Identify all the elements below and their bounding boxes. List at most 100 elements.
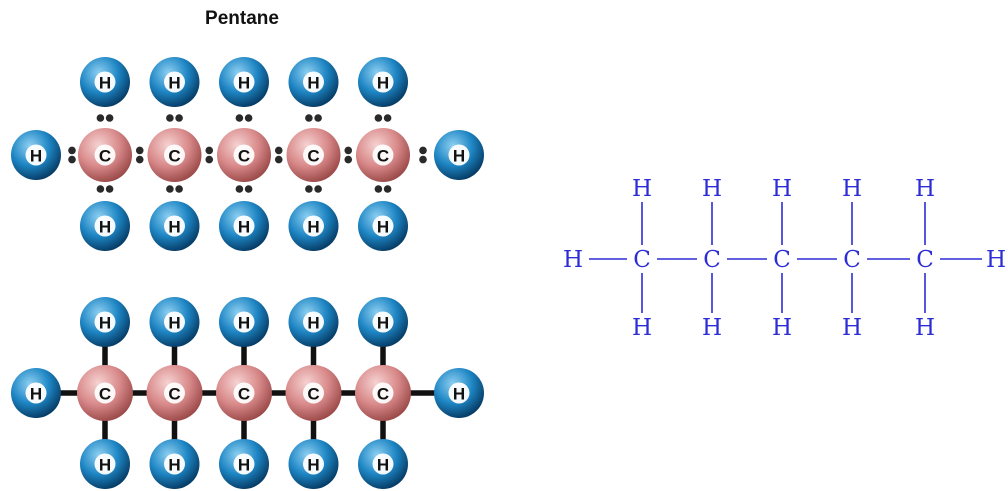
hydrogen-atom: H bbox=[219, 57, 269, 107]
electron-dot-model: H H C H H C H H C H H C H H C H H bbox=[11, 57, 484, 251]
electron-pair bbox=[205, 146, 214, 164]
hydrogen-label: H bbox=[377, 74, 389, 93]
structural-hydrogen: H bbox=[563, 247, 583, 273]
hydrogen-label: H bbox=[168, 74, 180, 93]
hydrogen-label: H bbox=[238, 74, 250, 93]
electron-pair bbox=[96, 114, 114, 122]
electron-pair bbox=[68, 146, 76, 164]
structural-hydrogen: H bbox=[842, 176, 862, 202]
hydrogen-atom: H bbox=[358, 57, 408, 107]
hydrogen-label: H bbox=[377, 218, 389, 237]
hydrogen-atom: H bbox=[358, 439, 408, 489]
hydrogen-label: H bbox=[453, 147, 465, 166]
hydrogen-label: H bbox=[99, 456, 111, 475]
hydrogen-atom: H bbox=[288, 201, 339, 251]
structural-hydrogen: H bbox=[915, 315, 935, 341]
carbon-label: C bbox=[238, 147, 250, 166]
hydrogen-atom: H bbox=[358, 297, 408, 347]
hydrogen-atom: H bbox=[358, 201, 408, 251]
electron-pair bbox=[96, 185, 114, 193]
hydrogen-label: H bbox=[99, 218, 111, 237]
hydrogen-atom: H bbox=[288, 297, 339, 347]
carbon-atom: C bbox=[355, 365, 411, 421]
hydrogen-label: H bbox=[238, 218, 250, 237]
carbon-atom: C bbox=[286, 128, 341, 182]
hydrogen-atom: H bbox=[219, 297, 269, 347]
structural-hydrogen: H bbox=[632, 315, 652, 341]
carbon-label: C bbox=[307, 147, 319, 166]
electron-pair bbox=[135, 146, 144, 164]
carbon-atom: C bbox=[216, 365, 272, 421]
hydrogen-atom: H bbox=[288, 57, 339, 107]
hydrogen-label: H bbox=[307, 314, 319, 333]
electron-pair bbox=[305, 114, 322, 122]
electron-pair bbox=[235, 114, 253, 122]
hydrogen-label: H bbox=[238, 314, 250, 333]
electron-pair bbox=[419, 146, 427, 164]
hydrogen-atom: H bbox=[80, 57, 130, 107]
structural-hydrogen: H bbox=[702, 315, 722, 341]
page-title: Pentane bbox=[205, 8, 279, 29]
carbon-atom: C bbox=[78, 128, 132, 182]
hydrogen-label: H bbox=[377, 314, 389, 333]
hydrogen-label: H bbox=[307, 74, 319, 93]
electron-pair bbox=[344, 146, 353, 164]
carbon-atom: C bbox=[147, 128, 202, 182]
structural-carbon: C bbox=[916, 247, 934, 273]
carbon-atom: C bbox=[356, 128, 410, 182]
hydrogen-label: H bbox=[30, 385, 42, 404]
structural-carbon: C bbox=[773, 247, 791, 273]
carbon-label: C bbox=[377, 385, 389, 404]
electron-pair bbox=[166, 185, 183, 193]
carbon-atom: C bbox=[77, 365, 133, 421]
hydrogen-label: H bbox=[168, 456, 180, 475]
structural-carbon: C bbox=[633, 247, 651, 273]
electron-pair bbox=[235, 185, 253, 193]
structural-carbon: C bbox=[703, 247, 721, 273]
carbon-label: C bbox=[377, 147, 389, 166]
electron-pair bbox=[305, 185, 322, 193]
hydrogen-label: H bbox=[307, 456, 319, 475]
hydrogen-label: H bbox=[99, 314, 111, 333]
hydrogen-label: H bbox=[377, 456, 389, 475]
hydrogen-atom: H bbox=[149, 57, 200, 107]
hydrogen-atom: H bbox=[11, 130, 61, 180]
carbon-atom: C bbox=[146, 365, 203, 421]
hydrogen-atom: H bbox=[80, 201, 130, 251]
hydrogen-label: H bbox=[453, 385, 465, 404]
hydrogen-atom: H bbox=[80, 439, 130, 489]
hydrogen-label: H bbox=[168, 218, 180, 237]
hydrogen-atom: H bbox=[149, 201, 200, 251]
carbon-label: C bbox=[168, 385, 180, 404]
hydrogen-atom: H bbox=[219, 201, 269, 251]
carbon-label: C bbox=[168, 147, 180, 166]
hydrogen-label: H bbox=[307, 218, 319, 237]
structural-hydrogen: H bbox=[772, 315, 792, 341]
hydrogen-atom: H bbox=[80, 297, 130, 347]
carbon-label: C bbox=[99, 385, 111, 404]
hydrogen-label: H bbox=[99, 74, 111, 93]
carbon-label: C bbox=[307, 385, 319, 404]
electron-pair bbox=[166, 114, 183, 122]
hydrogen-atom: H bbox=[149, 297, 200, 347]
structural-hydrogen: H bbox=[842, 315, 862, 341]
carbon-label: C bbox=[238, 385, 250, 404]
hydrogen-label: H bbox=[168, 314, 180, 333]
electron-pair bbox=[374, 185, 392, 193]
hydrogen-atom: H bbox=[11, 368, 61, 418]
structural-hydrogen: H bbox=[915, 176, 935, 202]
hydrogen-atom: H bbox=[219, 439, 269, 489]
structural-hydrogen: H bbox=[702, 176, 722, 202]
hydrogen-atom: H bbox=[288, 439, 339, 489]
carbon-atom: C bbox=[217, 128, 271, 182]
structural-hydrogen: H bbox=[986, 247, 1006, 273]
electron-pair bbox=[374, 114, 392, 122]
hydrogen-atom: H bbox=[434, 130, 484, 180]
hydrogen-label: H bbox=[30, 147, 42, 166]
carbon-atom: C bbox=[285, 365, 342, 421]
structural-hydrogen: H bbox=[772, 176, 792, 202]
ball-and-stick-model: H H C H H C H H C H H C H H C H H bbox=[11, 297, 484, 489]
electron-pair bbox=[274, 146, 283, 164]
